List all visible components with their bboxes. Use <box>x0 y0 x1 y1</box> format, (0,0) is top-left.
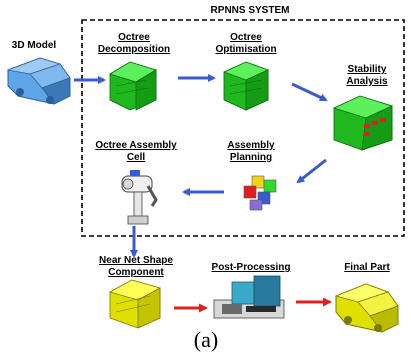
label-near-net-shape: Near Net Shape Component <box>88 255 184 279</box>
3d-model-part <box>6 57 71 105</box>
stability-analysis-part <box>332 95 394 151</box>
label-stability-analysis-line1: Stability <box>347 64 387 75</box>
label-stability-analysis-line2: Analysis <box>346 76 388 87</box>
label-octree-assembly-cell: Octree Assembly Cell <box>88 140 184 164</box>
label-octree-optimisation-line1: Octree <box>230 32 262 43</box>
system-title: RPNNS SYSTEM <box>210 5 290 16</box>
label-near-net-shape-line1: Near Net Shape <box>99 255 173 266</box>
label-octree-decomposition-line1: Octree <box>118 32 150 43</box>
label-3d-model: 3D Model <box>11 40 57 51</box>
label-octree-decomposition-line2: Decomposition <box>97 44 171 55</box>
octree-decomposition-part <box>109 61 157 111</box>
label-assembly-planning: Assembly Planning <box>216 140 286 164</box>
label-final-part: Final Part <box>344 262 390 273</box>
label-octree-assembly-cell-line2: Cell <box>126 152 146 163</box>
system-boundary <box>81 19 405 237</box>
label-octree-decomposition: Octree Decomposition <box>94 32 174 56</box>
figure-caption: (a) <box>193 327 219 352</box>
octree-optimisation-part <box>222 61 270 111</box>
label-assembly-planning-line2: Planning <box>229 152 273 163</box>
assembly-planning-cubes <box>243 175 277 211</box>
near-net-shape-part <box>108 279 162 329</box>
cnc-machine <box>213 275 285 319</box>
arrow-stability-to-planning <box>296 158 327 184</box>
label-post-processing: Post-Processing <box>211 262 291 273</box>
arrow-optimisation-to-stability <box>291 82 328 102</box>
label-octree-optimisation: Octree Optimisation <box>206 32 286 56</box>
label-octree-assembly-cell-line1: Octree Assembly <box>95 140 177 151</box>
label-octree-optimisation-line2: Optimisation <box>215 44 277 55</box>
final-part <box>334 283 399 333</box>
assembly-robot <box>121 170 158 225</box>
label-assembly-planning-line1: Assembly <box>227 140 275 151</box>
label-near-net-shape-line2: Component <box>108 267 164 278</box>
label-stability-analysis: Stability Analysis <box>334 64 400 88</box>
